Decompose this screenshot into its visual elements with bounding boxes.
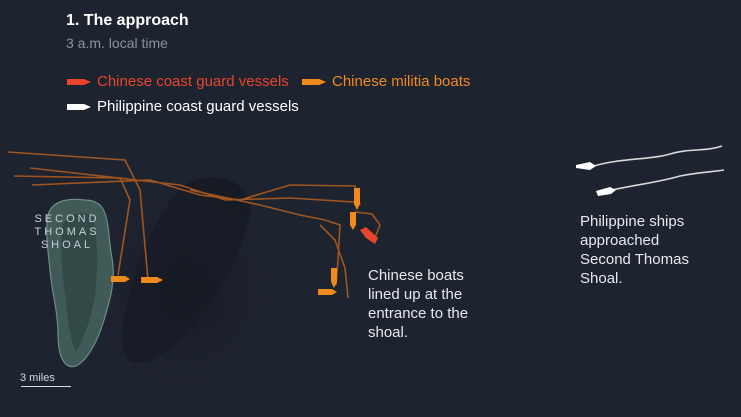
scale-bar [21,386,71,387]
page-title: 1. The approach [66,12,189,29]
coastguard-track [354,211,381,241]
scale-label: 3 miles [20,372,55,384]
militia-track [189,189,341,286]
coastguard-legend-icon [67,78,91,85]
legend-item-coastguard: Chinese coast guard vessels [66,73,289,90]
philippine-track [611,169,725,191]
militia-boat-icon [354,188,360,210]
philippine-ships-annotation: Philippine ships approached Second Thoma… [580,213,689,287]
legend-label: Philippine coast guard vessels [97,98,299,115]
legend-item-philippine: Philippine coast guard vessels [66,98,299,115]
philippine-track [593,145,723,167]
militia-track [319,224,349,299]
legend-label: Chinese militia boats [332,73,471,90]
shoal-label: SECOND THOMAS SHOAL [34,213,100,251]
time-subtitle: 3 a.m. local time [66,35,168,51]
militia-track [13,175,131,276]
deep-water-shade [75,170,295,410]
militia-boat-icon [318,289,337,295]
militia-boat-icon [350,212,356,230]
shoal-reef-inner [61,213,98,352]
militia-track [7,151,149,281]
coastguard-vessel-icon [360,227,378,244]
legend-item-militia: Chinese militia boats [301,73,470,90]
legend-label: Chinese coast guard vessels [97,73,289,90]
chinese-boats-annotation: Chinese boats lined up at the entrance t… [368,267,469,341]
philippine-vessel-icon [576,162,596,170]
militia-boat-icon [141,277,163,283]
militia-boat-icon [331,268,337,288]
philippine-legend-icon [67,103,91,110]
philippine-vessel-icon [596,187,616,196]
militia-legend-icon [302,78,326,85]
militia-boat-icon [111,276,130,282]
